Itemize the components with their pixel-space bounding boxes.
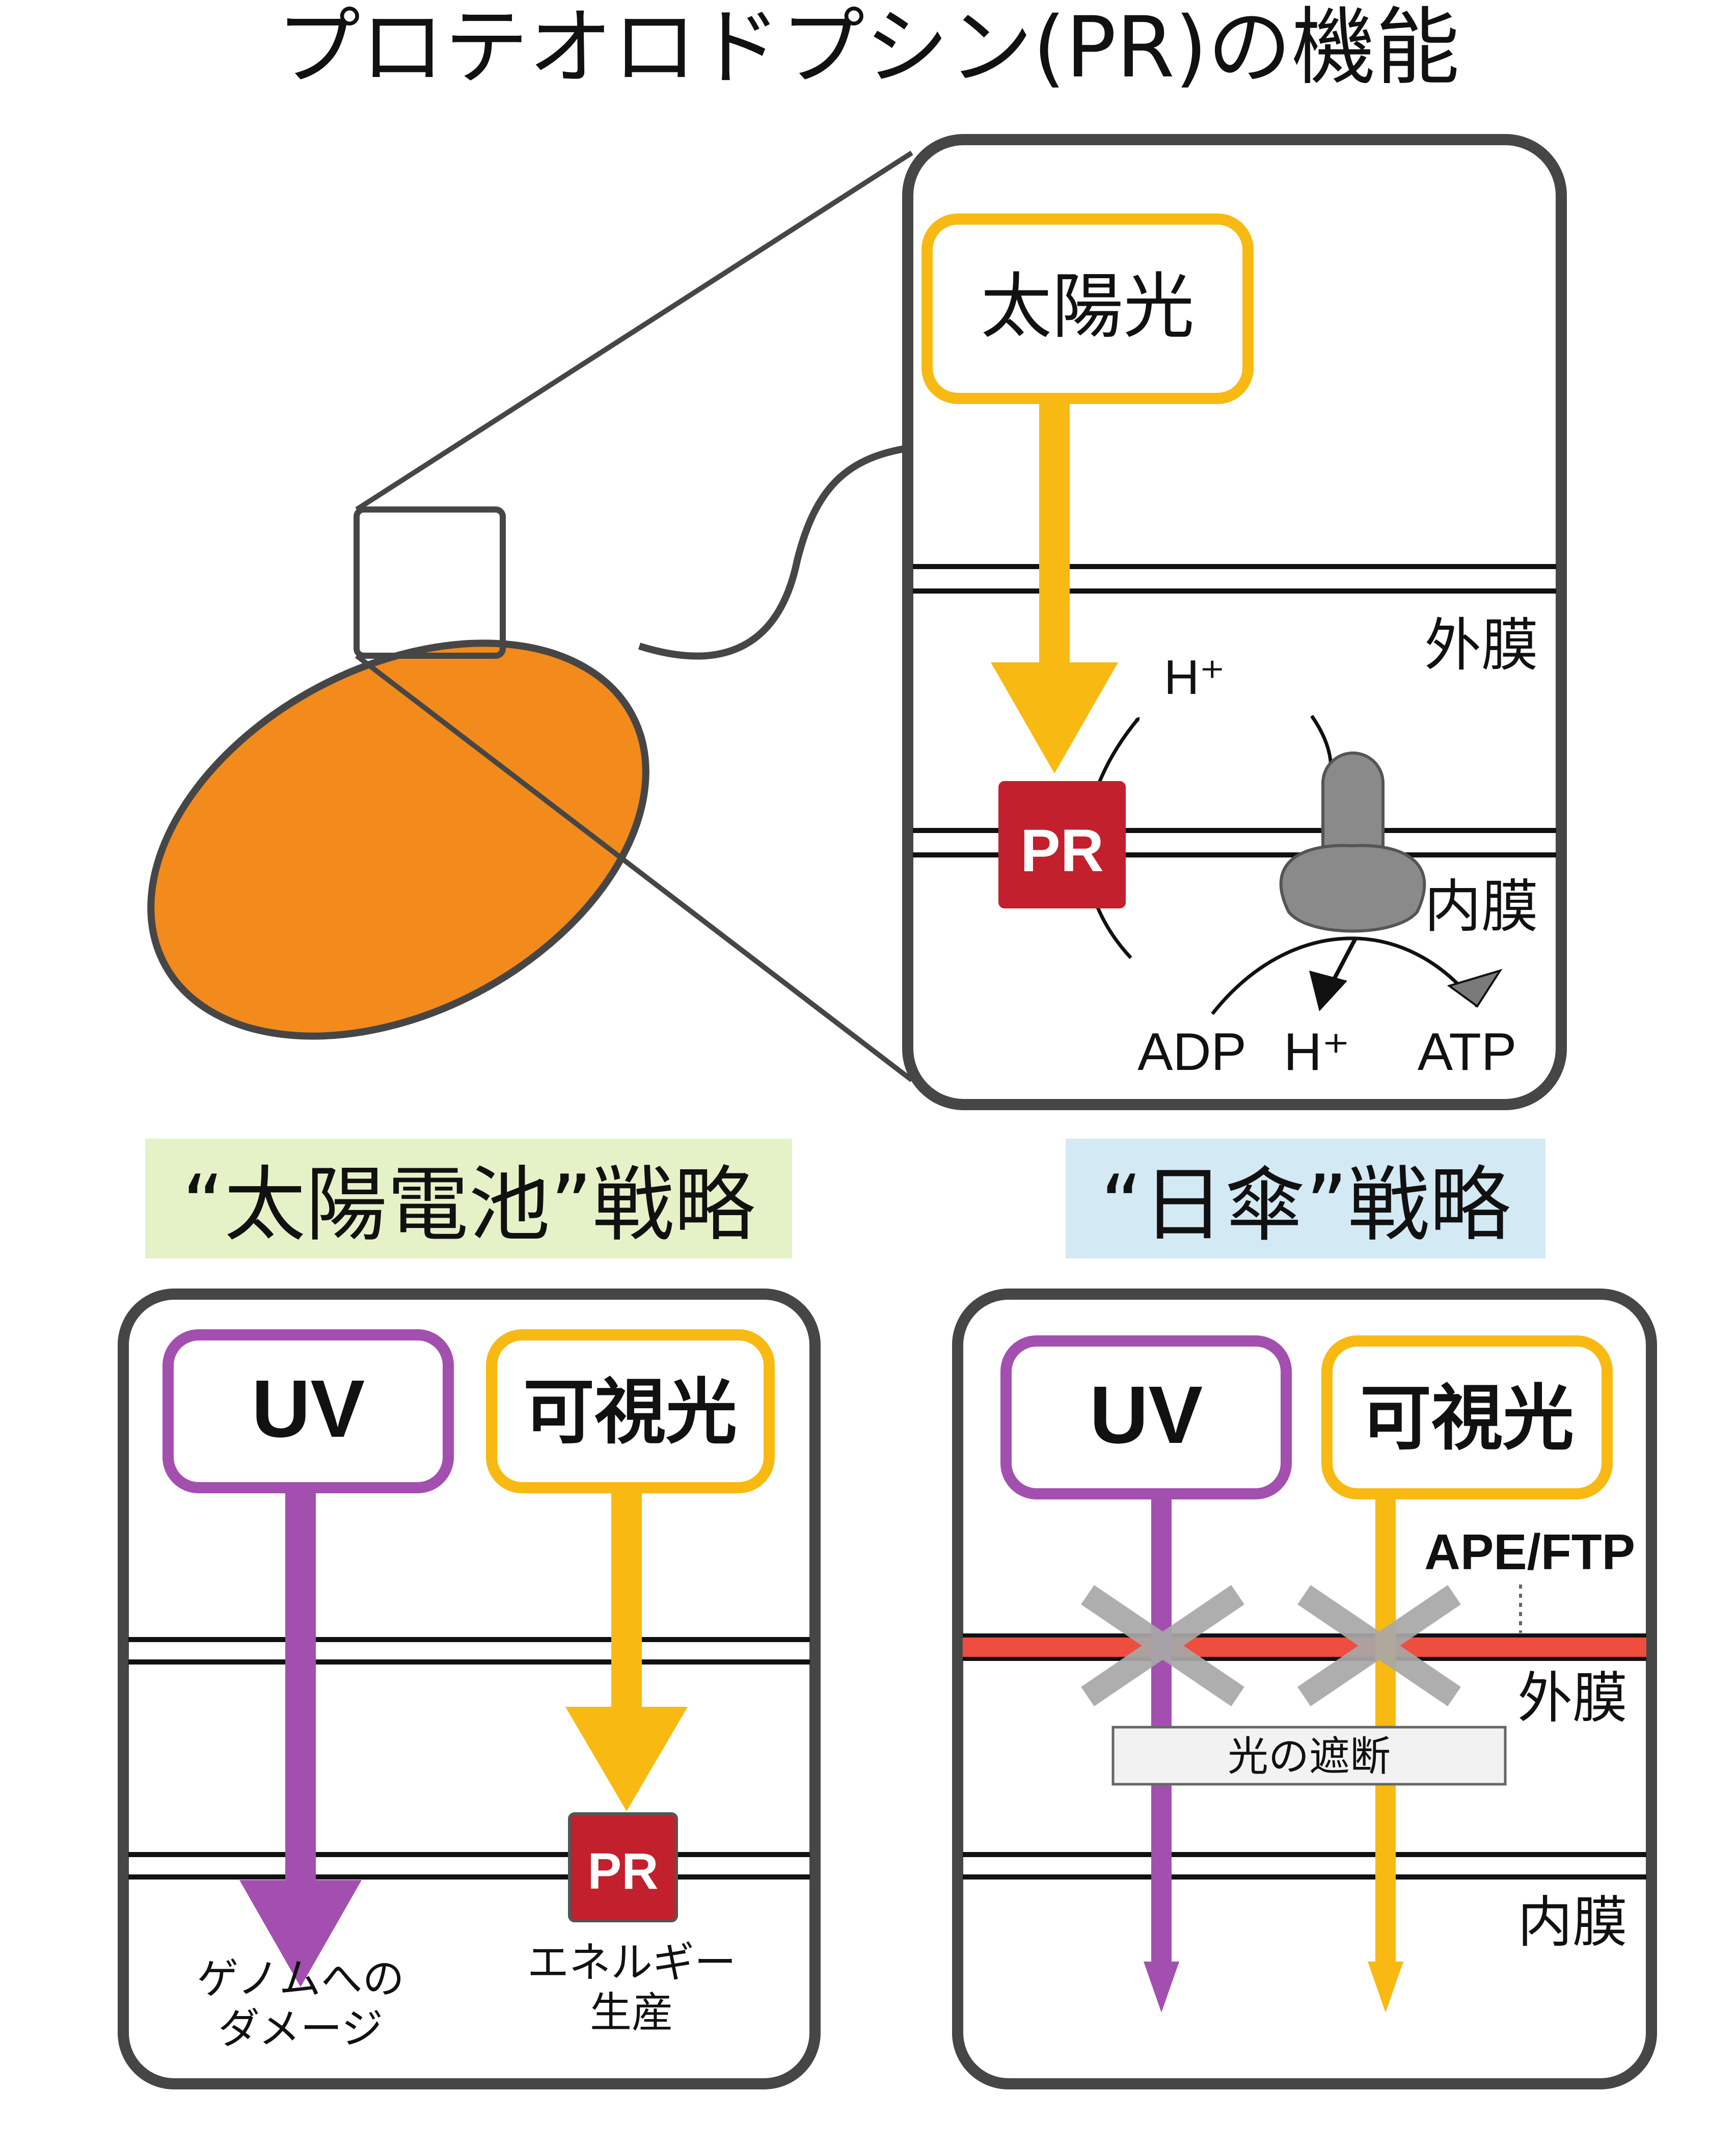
outer-membrane-label-2: 外膜	[1517, 1667, 1628, 1730]
solar-heading: “太陽電池”戦略	[182, 1157, 755, 1252]
solar-heading-bg	[145, 1139, 792, 1258]
uv-label: UV	[252, 1363, 365, 1454]
parasol-heading: “日傘”戦略	[1100, 1157, 1511, 1252]
pr-label-small: PR	[588, 1843, 659, 1900]
light-block-box	[1111, 1726, 1507, 1786]
zoom-panel: 太陽光 PR 外膜 内膜 H⁺ ADP H⁺ ATP	[902, 134, 1567, 1110]
uv-box-2	[1000, 1335, 1292, 1499]
visible-box-2	[1321, 1335, 1613, 1499]
atp-synthase	[1279, 752, 1426, 933]
adp-label: ADP	[1137, 1023, 1246, 1082]
atp-arrow-head	[1447, 969, 1503, 1008]
h-plus-release-head	[1309, 971, 1347, 1011]
uv-arrow-head-2	[1144, 1962, 1179, 2012]
sunlight-arrow-shaft	[1039, 398, 1070, 668]
pr-label: PR	[1020, 817, 1104, 884]
visible-arrow-shaft	[611, 1488, 642, 1712]
energy-caption-1: エネルギー	[527, 1939, 736, 1987]
solar-strategy-panel: UV 可視光 PR ゲノムへの ダメージ エネルギー 生産	[118, 1289, 821, 2089]
energy-caption-2: 生産	[590, 1989, 673, 2037]
genome-damage-caption-1: ゲノムへの	[197, 1955, 404, 2003]
sunlight-label: 太陽光	[981, 265, 1195, 348]
sunlight-box	[921, 213, 1254, 404]
atp-label: ATP	[1418, 1023, 1517, 1082]
ape-ftp-label: APE/FTP	[1424, 1524, 1635, 1580]
outer-membrane-label: 外膜	[1424, 612, 1538, 679]
visible-arrow-head	[565, 1707, 688, 1811]
atp-synthesis-arc	[1211, 936, 1479, 1015]
light-block-label: 光の遮断	[1228, 1733, 1391, 1780]
uv-arrow-shaft	[285, 1488, 316, 1885]
visible-label-2: 可視光	[1360, 1377, 1574, 1460]
visible-arrow-head-2	[1368, 1962, 1403, 2012]
visible-label: 可視光	[523, 1371, 737, 1454]
parasol-heading-bg	[1066, 1139, 1545, 1258]
sunlight-arrow-head	[991, 662, 1118, 773]
h-plus-top-label: H⁺	[1164, 650, 1225, 705]
pr-protein	[998, 781, 1126, 908]
h-plus-bottom-label: H⁺	[1284, 1023, 1350, 1082]
block-x-uv	[1081, 1585, 1244, 1707]
block-x-visible	[1297, 1585, 1461, 1707]
parasol-strategy-panel: UV 可視光 APE/FTP 外膜 内膜 光の遮断	[952, 1289, 1657, 2089]
bacterial-cell	[147, 150, 914, 1082]
page-title: プロテオロドプシン(PR)の機能	[277, 0, 1460, 96]
inner-membrane-label: 内膜	[1424, 874, 1538, 940]
pr-protein-small	[568, 1812, 678, 1922]
inner-membrane-label-2: 内膜	[1517, 1891, 1628, 1954]
genome-damage-caption-2: ダメージ	[218, 2005, 383, 2053]
uv-arrow-head	[239, 1880, 362, 1987]
outer-membrane-red	[963, 1635, 1646, 1659]
uv-label-2: UV	[1090, 1369, 1203, 1460]
